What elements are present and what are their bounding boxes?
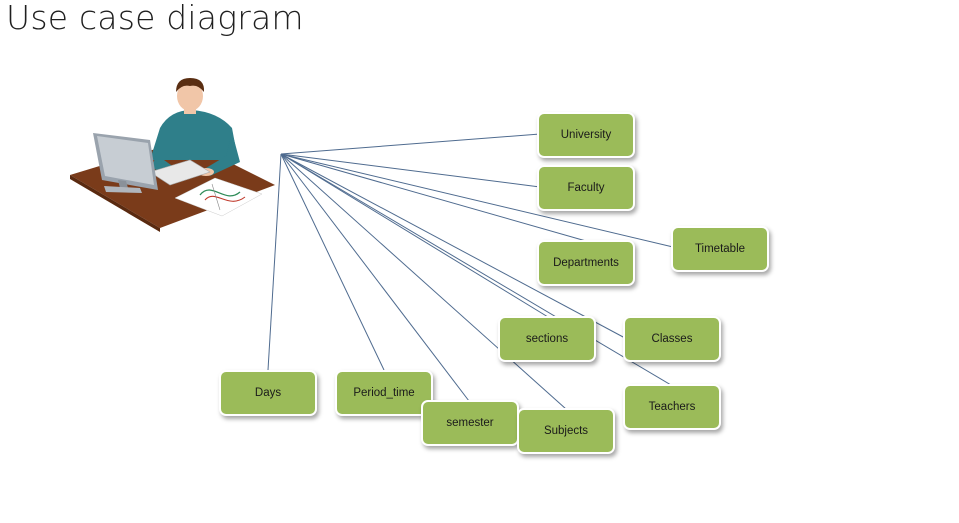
- line-teachers: [280, 153, 672, 386]
- line-subjects: [280, 153, 567, 410]
- use-case-label: Classes: [651, 333, 693, 345]
- use-case-sections[interactable]: sections: [498, 316, 596, 362]
- association-lines: [267, 133, 674, 410]
- line-days: [267, 153, 282, 371]
- use-case-departments[interactable]: Departments: [537, 240, 635, 286]
- use-case-label: Teachers: [648, 401, 696, 413]
- use-case-label: Timetable: [694, 243, 746, 255]
- person-at-desk-icon: [70, 78, 275, 232]
- use-case-teachers[interactable]: Teachers: [623, 384, 721, 430]
- use-case-label: Period_time: [353, 387, 415, 399]
- use-case-label: Departments: [553, 257, 619, 269]
- use-case-days[interactable]: Days: [219, 370, 317, 416]
- use-case-label: Faculty: [567, 182, 605, 194]
- line-timetable: [280, 153, 674, 248]
- use-case-subjects[interactable]: Subjects: [517, 408, 615, 454]
- use-case-faculty[interactable]: Faculty: [537, 165, 635, 211]
- use-case-timetable[interactable]: Timetable: [671, 226, 769, 272]
- line-departments: [280, 153, 587, 242]
- line-faculty: [280, 153, 541, 188]
- use-case-classes[interactable]: Classes: [623, 316, 721, 362]
- line-classes: [280, 153, 626, 339]
- use-case-period-time[interactable]: Period_time: [335, 370, 433, 416]
- line-university: [280, 133, 541, 155]
- use-case-label: semester: [446, 417, 494, 429]
- page-title: Use case diagram: [6, 0, 304, 37]
- line-semester: [280, 153, 470, 402]
- use-case-label: Subjects: [543, 425, 589, 437]
- use-case-label: sections: [525, 333, 569, 345]
- use-case-semester[interactable]: semester: [421, 400, 519, 446]
- line-sections: [280, 153, 549, 318]
- line-period: [280, 153, 385, 371]
- use-case-label: Days: [254, 387, 282, 399]
- use-case-university[interactable]: University: [537, 112, 635, 158]
- use-case-label: University: [560, 129, 612, 141]
